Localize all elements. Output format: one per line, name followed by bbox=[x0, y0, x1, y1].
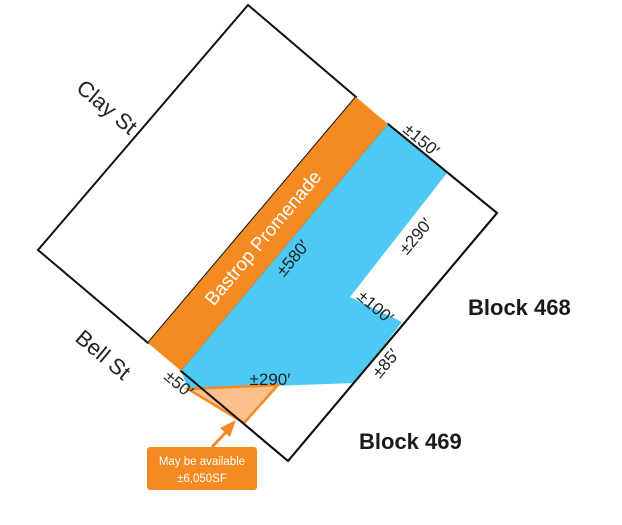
callout-box bbox=[147, 447, 257, 490]
bell-st-label: Bell St bbox=[71, 325, 136, 385]
callout-arrow-line bbox=[210, 428, 230, 449]
callout-line1: May be available bbox=[159, 456, 245, 468]
lower-block-edge bbox=[180, 123, 499, 463]
block-469-label: Block 469 bbox=[359, 429, 462, 454]
blue-parcel bbox=[181, 124, 447, 389]
clay-st-label: Clay St bbox=[72, 75, 142, 140]
callout-arrow-head bbox=[220, 420, 236, 437]
callout-line2: ±6,050SF bbox=[177, 473, 227, 485]
available-triangle bbox=[183, 383, 281, 425]
dim-bottom: ±290′ bbox=[250, 370, 291, 389]
block-468-label: Block 468 bbox=[468, 295, 571, 320]
promenade-strip bbox=[148, 97, 388, 371]
